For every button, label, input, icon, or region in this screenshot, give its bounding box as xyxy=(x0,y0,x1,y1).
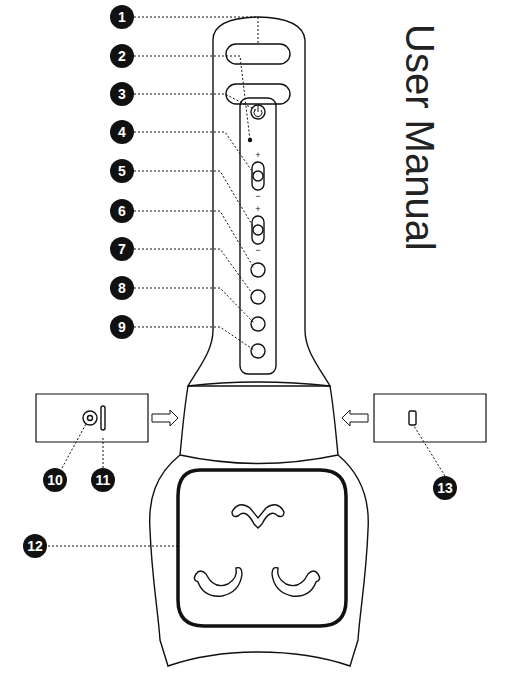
callout-number: 7 xyxy=(110,237,134,261)
callout-number: 2 xyxy=(110,44,134,68)
manual-title: User Manual xyxy=(398,24,442,254)
callout-number: 6 xyxy=(110,199,134,223)
control-sign: + xyxy=(253,204,263,214)
callout-number: 4 xyxy=(110,120,134,144)
control-sign: + xyxy=(253,150,263,160)
callout-number: 11 xyxy=(91,468,115,492)
control-sign: − xyxy=(253,245,263,255)
control-sign: − xyxy=(253,191,263,201)
callout-number: 3 xyxy=(110,82,134,106)
callout-number: 10 xyxy=(43,468,67,492)
callout-number: 8 xyxy=(110,276,134,300)
callout-number: 12 xyxy=(23,534,47,558)
callout-number: 9 xyxy=(110,315,134,339)
callout-number: 5 xyxy=(110,159,134,183)
callout-number: 1 xyxy=(110,5,134,29)
callout-number: 13 xyxy=(433,476,457,500)
